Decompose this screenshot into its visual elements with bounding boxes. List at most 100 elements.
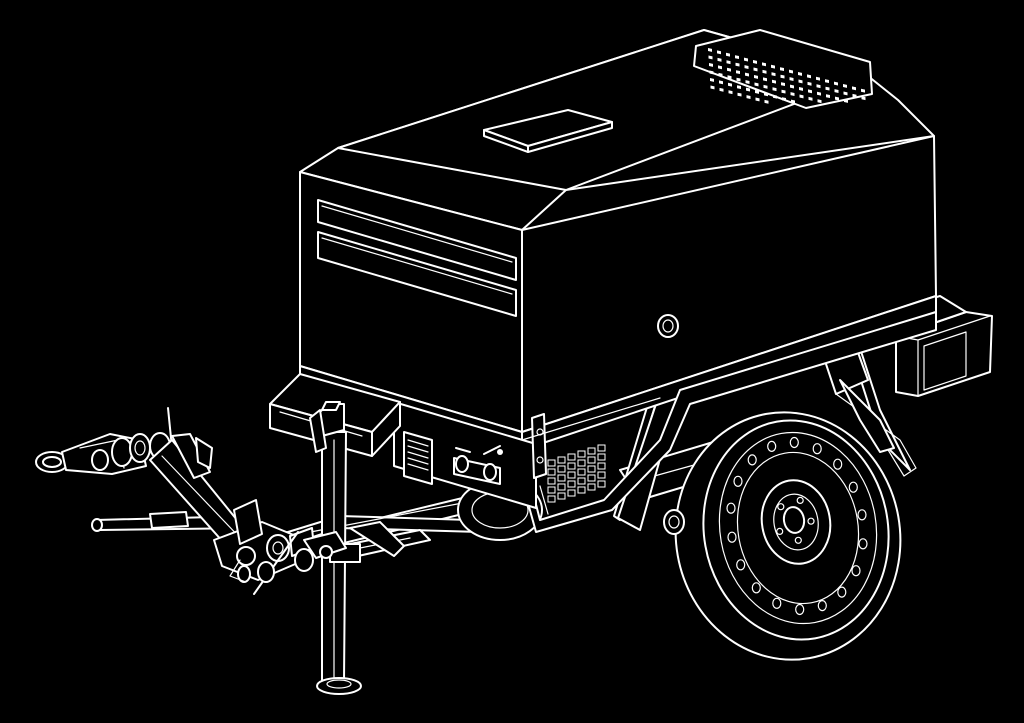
tow-hitch: [35, 407, 315, 595]
vent-hole: [737, 92, 742, 97]
vent-hole: [772, 79, 776, 84]
vent-hole: [755, 97, 760, 102]
vent-hole: [709, 70, 714, 75]
grille-cell: [587, 465, 596, 473]
wheel-hole: [812, 443, 822, 455]
hitch-bracket: [303, 521, 405, 559]
top-vent-grille: [708, 48, 866, 104]
vent-hole: [781, 89, 786, 94]
wheel: [674, 411, 902, 661]
vent-hole: [753, 60, 757, 64]
lower-frame: [299, 311, 937, 533]
lower-side-grille: [547, 444, 606, 503]
vent-hole: [744, 57, 748, 62]
vent-hole: [764, 99, 769, 104]
wheel-hole: [817, 599, 827, 612]
vent-hole: [789, 69, 793, 74]
vent-hole: [834, 81, 838, 86]
wheel-hole: [789, 436, 799, 449]
vent-hole: [816, 84, 821, 89]
grille-cell: [587, 456, 596, 464]
lug-nut: [807, 517, 815, 525]
wheel-hole: [767, 440, 777, 452]
wheel-hole: [833, 458, 843, 470]
wheel-hole: [736, 559, 746, 571]
vent-hole: [807, 74, 811, 79]
wheel-hole: [851, 565, 861, 577]
vent-hole: [861, 96, 866, 101]
vent-hole: [755, 89, 759, 94]
vent-hole: [745, 80, 750, 84]
grille-cell: [557, 492, 566, 500]
vent-hole: [763, 77, 767, 82]
vent-hole: [708, 48, 712, 52]
vent-hole: [835, 96, 839, 101]
grille-cell: [567, 489, 576, 497]
vent-hole: [798, 72, 802, 76]
vent-hole: [746, 87, 750, 92]
vent-hole: [710, 85, 715, 90]
wheel-hole: [751, 582, 761, 594]
grille-cell: [597, 462, 606, 470]
wheel-hole: [858, 538, 868, 550]
instruction-plate: [403, 431, 433, 485]
grille-cell: [577, 477, 586, 485]
vent-hole: [781, 82, 785, 87]
wheel-hole: [726, 502, 736, 514]
vent-hole: [719, 80, 723, 85]
grille-cell: [577, 450, 586, 458]
grille-cell: [567, 462, 576, 470]
vent-hole: [727, 75, 732, 80]
vent-hole: [745, 72, 749, 77]
vent-hole: [808, 96, 813, 101]
wheel-hole: [837, 586, 847, 598]
door-lock-icon: [657, 314, 679, 338]
vent-hole: [826, 94, 830, 99]
grille-cell: [587, 474, 596, 482]
vent-hole: [710, 77, 714, 82]
vent-hole: [744, 65, 749, 69]
vent-hole: [718, 72, 723, 77]
grille-cell: [557, 474, 566, 482]
vent-hole: [825, 79, 829, 84]
lug-nut: [796, 496, 804, 504]
grille-cell: [557, 483, 566, 491]
vent-hole: [780, 74, 785, 79]
grille-cell: [547, 495, 556, 503]
vent-hole: [708, 55, 713, 60]
vent-hole: [789, 77, 794, 81]
vent-hole: [718, 65, 722, 70]
wheel-hole: [772, 597, 782, 609]
vent-hole: [771, 64, 775, 69]
vent-hole: [780, 67, 784, 72]
vent-hole: [807, 81, 812, 86]
vent-hole: [764, 92, 768, 97]
vent-hole: [709, 62, 713, 67]
vent-hole: [773, 94, 777, 99]
grille-cell: [557, 465, 566, 473]
vent-hole: [754, 82, 759, 87]
wheel-hole: [747, 454, 757, 466]
vent-hole: [771, 72, 776, 77]
lug-nut: [777, 503, 785, 511]
grille-cell: [597, 471, 606, 479]
lug-nut: [776, 527, 784, 536]
grille-cell: [547, 468, 556, 476]
vent-hole: [790, 84, 794, 89]
vent-hole: [852, 86, 856, 91]
grille-cell: [577, 486, 586, 494]
wheel-hole: [727, 531, 737, 543]
vent-hole: [790, 92, 795, 96]
grille-cell: [547, 477, 556, 485]
vent-hole: [754, 74, 758, 79]
vent-hole: [808, 89, 812, 94]
vent-hole: [717, 50, 721, 55]
vent-hole: [799, 94, 804, 99]
vent-hole: [844, 98, 848, 103]
vent-hole: [737, 85, 741, 90]
vent-hole: [736, 70, 740, 75]
vent-hole: [735, 62, 740, 67]
door-latch: [531, 413, 547, 479]
